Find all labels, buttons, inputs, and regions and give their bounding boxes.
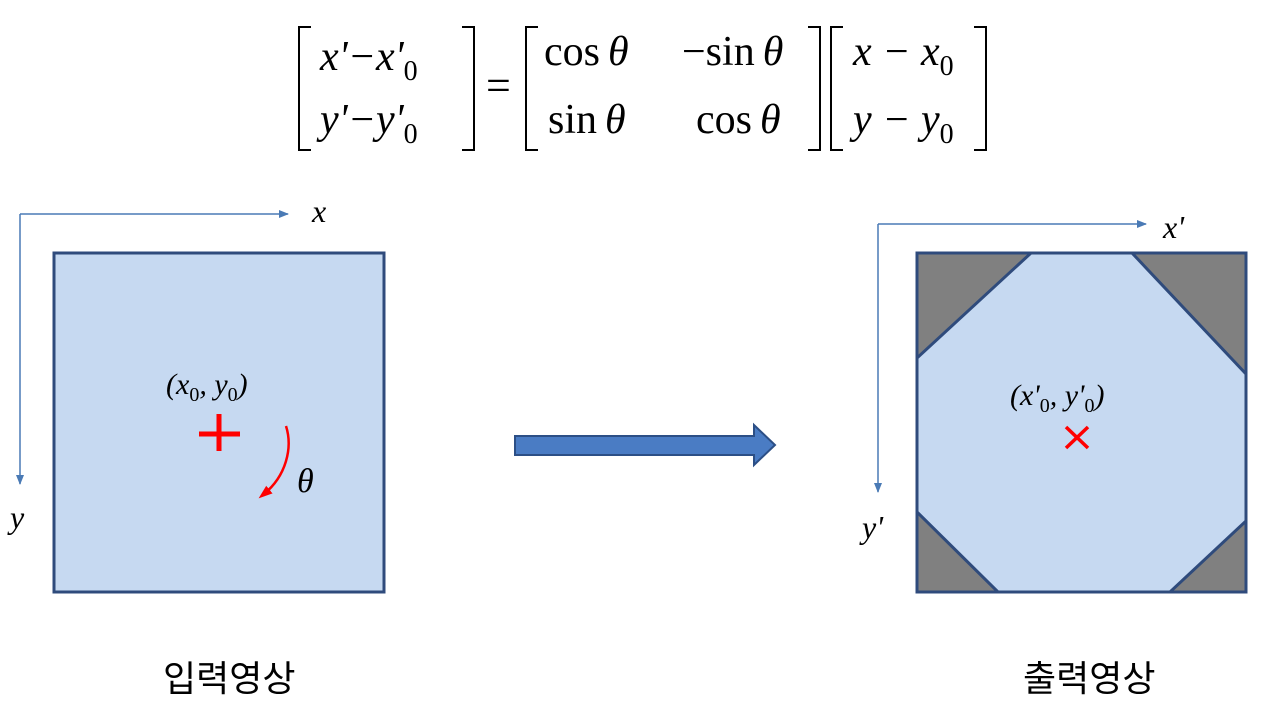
input-x-axis-label: x bbox=[311, 193, 326, 229]
rotation-arrow bbox=[258, 425, 290, 499]
input-image-panel: x y (x0, y0) θ bbox=[7, 193, 386, 594]
left-bracket bbox=[298, 26, 311, 151]
equals-sign: = bbox=[486, 61, 511, 110]
vector-left-bracket bbox=[830, 26, 843, 151]
vector-right-bracket bbox=[974, 26, 987, 151]
output-image-panel: x' y' (x'0, y'0) bbox=[859, 209, 1248, 594]
matrix-right-bracket bbox=[808, 26, 821, 151]
input-center-label: (x0, y0) bbox=[166, 368, 248, 406]
transform-arrow bbox=[514, 422, 777, 468]
output-y-axis-label: y' bbox=[859, 509, 884, 545]
input-y-axis-label: y bbox=[7, 499, 25, 535]
output-center-x-marker bbox=[1064, 425, 1090, 450]
output-x-axis-label: x' bbox=[1162, 209, 1185, 245]
rhs-row-1: x − x0 bbox=[852, 29, 954, 82]
output-center-label: (x'0, y'0) bbox=[1010, 379, 1104, 417]
output-image-caption: 출력영상 bbox=[1023, 659, 1156, 700]
lhs-row-1: x'−x'0 bbox=[319, 34, 418, 87]
rotation-angle-label: θ bbox=[297, 463, 314, 500]
right-bracket bbox=[462, 26, 475, 151]
matrix-left-bracket bbox=[525, 26, 538, 151]
input-image-caption: 입력영상 bbox=[163, 659, 296, 700]
rotated-image-region bbox=[915, 251, 1248, 594]
rhs-row-2: y − y0 bbox=[849, 97, 954, 150]
lhs-row-2: y'−y'0 bbox=[316, 97, 418, 150]
input-center-plus-marker bbox=[199, 414, 240, 451]
